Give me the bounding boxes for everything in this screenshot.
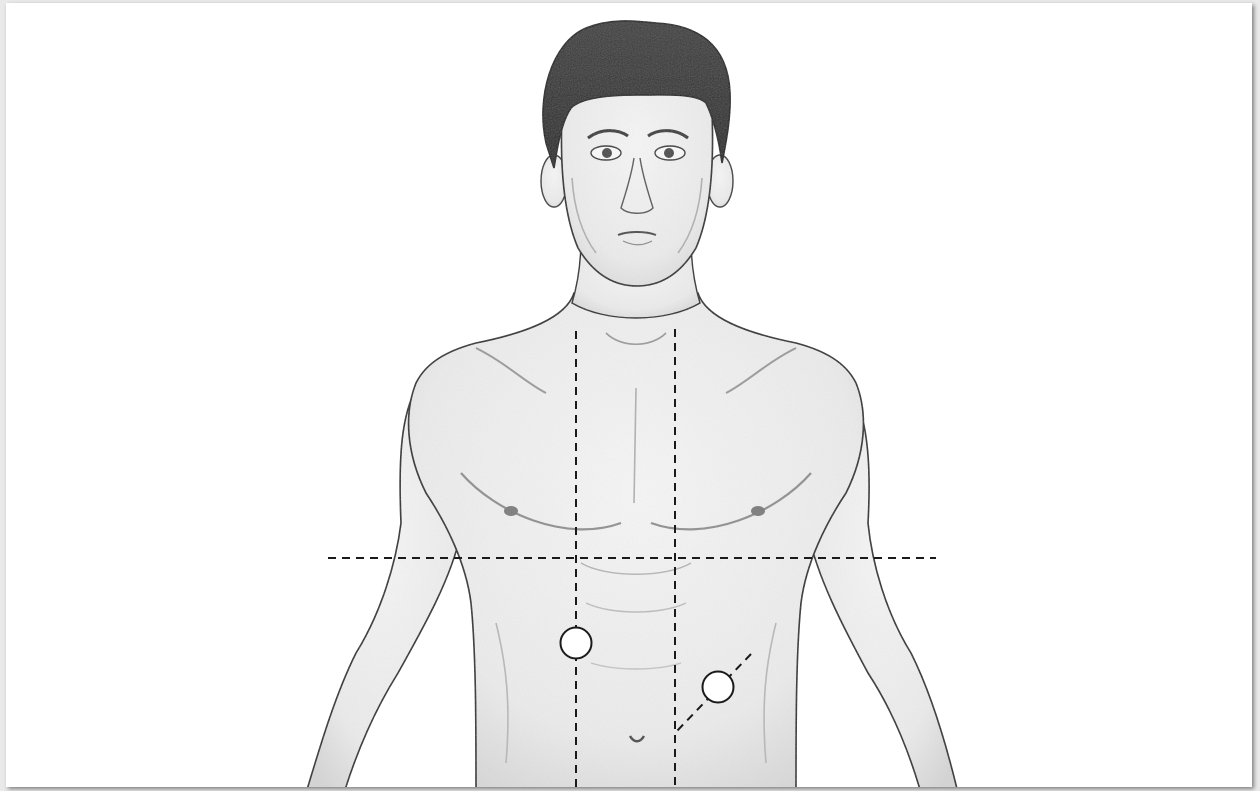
port-marker-right (703, 672, 734, 703)
body-figure (306, 238, 958, 787)
anatomy-illustration (6, 3, 1252, 787)
port-marker-left (561, 628, 592, 659)
torso (409, 293, 864, 787)
illustration-panel (6, 3, 1252, 787)
head (541, 21, 733, 286)
